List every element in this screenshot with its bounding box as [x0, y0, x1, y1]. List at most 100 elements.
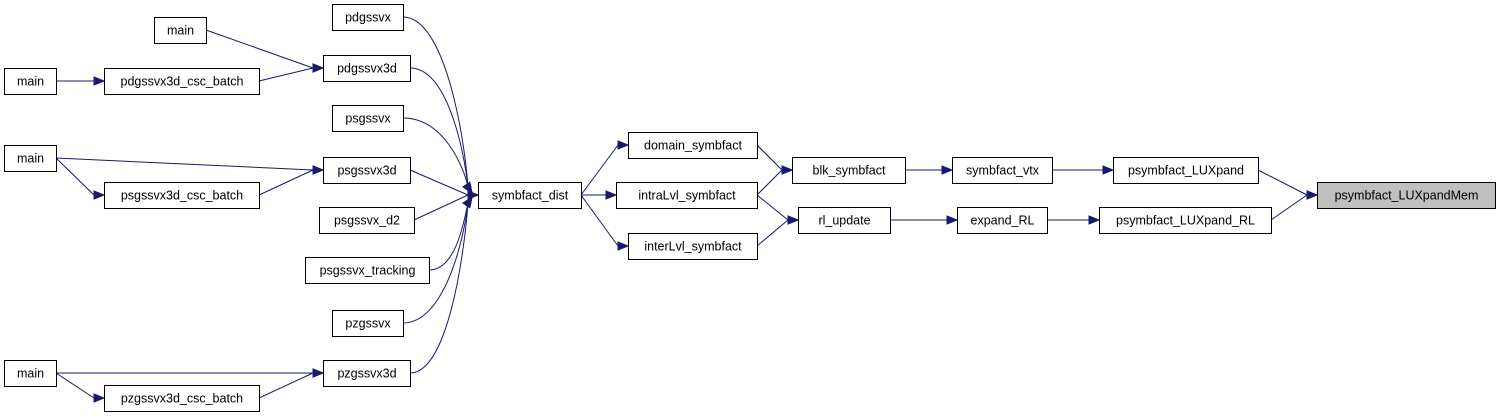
- edge-main_e-to-pzbatch: [55, 372, 106, 403]
- node-main-e[interactable]: main: [4, 360, 57, 387]
- node-label: main: [167, 24, 194, 38]
- edge-line: [1270, 194, 1308, 221]
- edge-pdbatch-to-pdgssvx3d: [258, 63, 325, 82]
- edge-line: [258, 67, 314, 82]
- node-pdgssvx[interactable]: pdgssvx: [332, 4, 404, 31]
- edge-sdist-to-inter: [580, 194, 630, 251]
- node-psgssvx[interactable]: psgssvx: [332, 105, 404, 132]
- node-label: rl_update: [818, 214, 870, 228]
- node-target[interactable]: psymbfact_LUXpandMem: [1317, 182, 1496, 209]
- edge-line: [756, 169, 783, 196]
- edge-pzbatch-to-pzgssvx3d: [258, 368, 325, 399]
- node-box: [154, 17, 207, 44]
- edge-line: [756, 219, 789, 247]
- edge-line: [428, 202, 469, 271]
- node-pzgssvx3d[interactable]: pzgssvx3d: [323, 360, 411, 387]
- node-box: [319, 207, 415, 234]
- node-label: psymbfact_LUXpand: [1128, 164, 1244, 178]
- node-box: [323, 157, 411, 184]
- node-label: psymbfact_LUXpandMem: [1335, 189, 1479, 203]
- node-main-a[interactable]: main: [154, 17, 207, 44]
- node-label: symbfact_dist: [492, 189, 569, 203]
- edge-rlup-to-expand: [890, 215, 959, 225]
- node-box: [332, 105, 404, 132]
- node-box: [332, 310, 404, 337]
- node-box: [957, 207, 1048, 234]
- node-blk[interactable]: blk_symbfact: [792, 157, 906, 184]
- node-expand[interactable]: expand_RL: [957, 207, 1048, 234]
- edge-line: [409, 169, 469, 196]
- node-lux[interactable]: psymbfact_LUXpand: [1113, 157, 1259, 184]
- edge-sdist-to-domain: [580, 140, 630, 196]
- node-psgssvx-d2[interactable]: psgssvx_d2: [319, 207, 415, 234]
- edge-arrowhead: [467, 190, 480, 200]
- node-box: [323, 55, 411, 82]
- edge-psgssvx-to-sdist: [402, 117, 473, 195]
- edge-main_b-to-pdbatch: [56, 76, 106, 86]
- node-label: pzgssvx3d: [337, 367, 396, 381]
- node-domain[interactable]: domain_symbfact: [628, 132, 758, 159]
- edge-intra-to-blk: [756, 165, 794, 196]
- edge-line: [756, 144, 783, 171]
- node-box: [4, 145, 57, 172]
- edge-arrowhead: [787, 215, 800, 225]
- node-vtx[interactable]: symbfact_vtx: [952, 157, 1053, 184]
- node-luxrl[interactable]: psymbfact_LUXpand_RL: [1099, 207, 1272, 234]
- node-main-b[interactable]: main: [4, 68, 57, 95]
- node-box: [332, 4, 404, 31]
- edge-line: [55, 372, 95, 399]
- node-label: psgssvx_d2: [334, 214, 400, 228]
- edge-inter-to-rlup: [756, 215, 800, 247]
- node-label: expand_RL: [971, 214, 1035, 228]
- edge-line: [756, 194, 789, 221]
- node-intra[interactable]: intraLvl_symbfact: [616, 182, 758, 209]
- node-pzbatch[interactable]: pzgssvx3d_csc_batch: [104, 385, 260, 412]
- node-label: psgssvx_tracking: [320, 264, 416, 278]
- edge-luxrl-to-target: [1270, 190, 1319, 221]
- node-box: [628, 233, 758, 260]
- node-inter[interactable]: interLvl_symbfact: [628, 233, 758, 260]
- node-box: [305, 257, 430, 284]
- node-psgssvx-tracking[interactable]: psgssvx_tracking: [305, 257, 430, 284]
- edge-sdist-to-intra: [581, 190, 618, 200]
- node-label: interLvl_symbfact: [644, 240, 742, 254]
- edge-vtx-to-lux: [1052, 165, 1115, 175]
- edges-layer: [55, 16, 1319, 403]
- node-box: [792, 157, 906, 184]
- edge-line: [402, 117, 469, 188]
- node-label: pzgssvx3d_csc_batch: [121, 392, 243, 406]
- edge-line: [55, 157, 314, 171]
- edge-arrowhead: [617, 241, 630, 251]
- edge-main_c-to-psbatch: [55, 157, 106, 200]
- node-box: [104, 385, 260, 412]
- node-pdbatch[interactable]: pdgssvx3d_csc_batch: [104, 68, 260, 95]
- edge-psgssvx_d2-to-sdist: [413, 190, 480, 221]
- node-sdist[interactable]: symbfact_dist: [478, 182, 582, 209]
- node-label: psymbfact_LUXpand_RL: [1116, 214, 1255, 228]
- node-label: pdgssvx: [345, 11, 392, 25]
- node-box: [798, 207, 891, 234]
- node-rlup[interactable]: rl_update: [798, 207, 891, 234]
- edge-line: [258, 169, 314, 196]
- node-label: domain_symbfact: [644, 139, 742, 153]
- edge-arrowhead: [93, 393, 106, 403]
- edge-arrowhead: [93, 190, 106, 200]
- node-label: main: [17, 367, 44, 381]
- node-pzgssvx[interactable]: pzgssvx: [332, 310, 404, 337]
- edge-line: [402, 16, 469, 188]
- node-label: main: [17, 75, 44, 89]
- edge-arrowhead: [781, 165, 794, 175]
- node-psbatch[interactable]: psgssvx3d_csc_batch: [104, 182, 260, 209]
- node-main-c[interactable]: main: [4, 145, 57, 172]
- edge-arrowhead: [946, 215, 959, 225]
- node-pdgssvx3d[interactable]: pdgssvx3d: [323, 55, 411, 82]
- edge-arrowhead: [462, 181, 473, 195]
- edge-arrowhead: [312, 63, 325, 73]
- node-label: psgssvx3d: [337, 164, 396, 178]
- node-box: [4, 360, 57, 387]
- edge-line: [409, 202, 469, 374]
- node-box: [104, 68, 260, 95]
- node-psgssvx3d[interactable]: psgssvx3d: [323, 157, 411, 184]
- edge-blk-to-vtx: [905, 165, 954, 175]
